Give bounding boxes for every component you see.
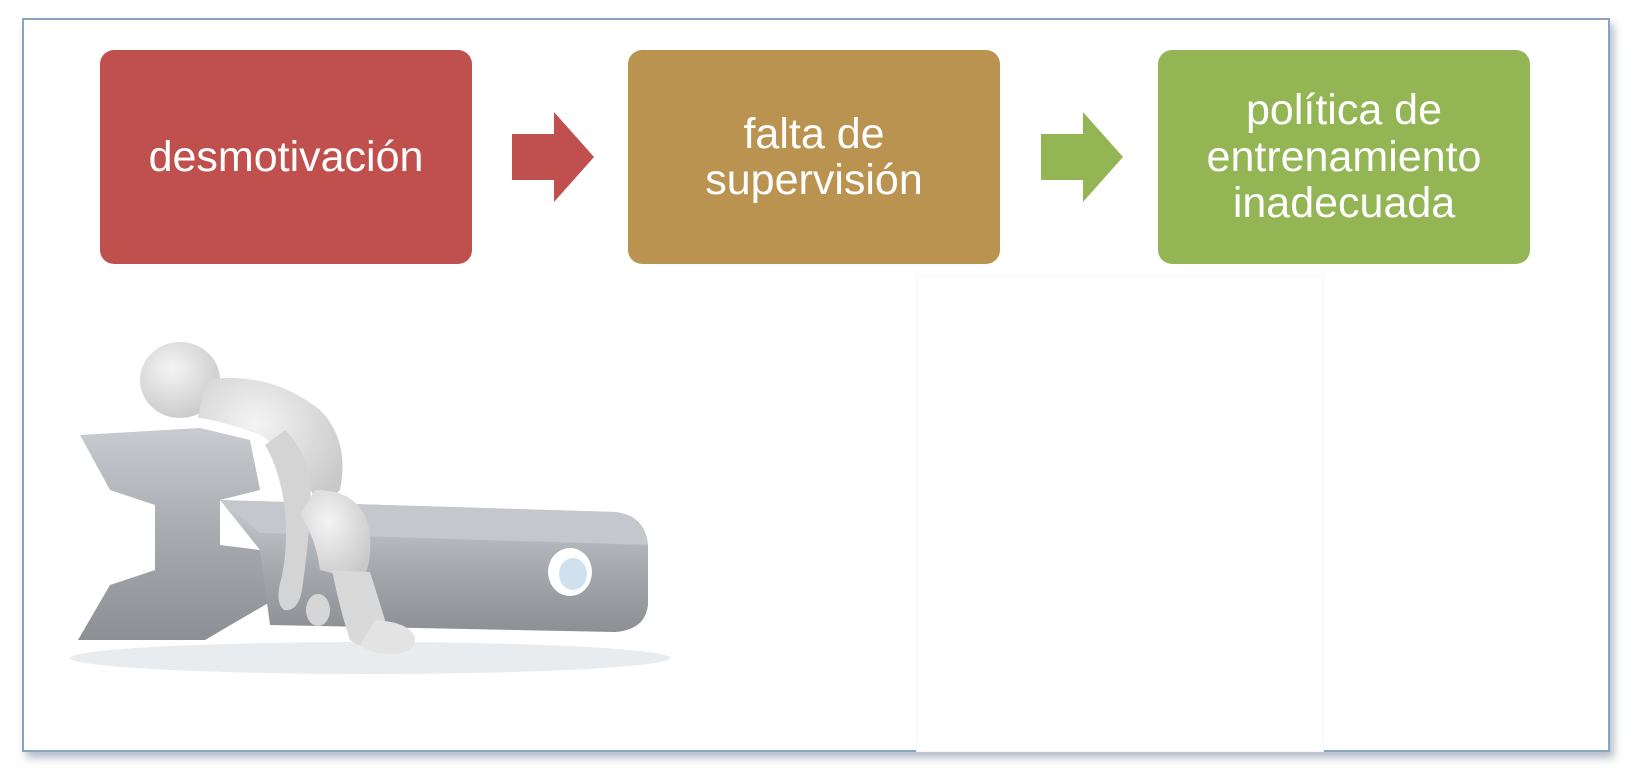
step-label: política de entrenamiento inadecuada — [1206, 86, 1482, 228]
blank-placeholder — [916, 276, 1324, 752]
step-box-desmotivacion: desmotivación — [100, 50, 472, 264]
step-label: desmotivación — [148, 132, 424, 181]
tired-figure-on-wrench-icon — [70, 342, 670, 674]
step-label: falta de supervisión — [705, 109, 923, 204]
arrow-right-icon — [1041, 112, 1123, 202]
step-box-falta-de-supervision: falta de supervisión — [628, 50, 1000, 264]
arrow-right-icon — [512, 112, 594, 202]
step-box-politica-de-entrenamiento: política de entrenamiento inadecuada — [1158, 50, 1530, 264]
